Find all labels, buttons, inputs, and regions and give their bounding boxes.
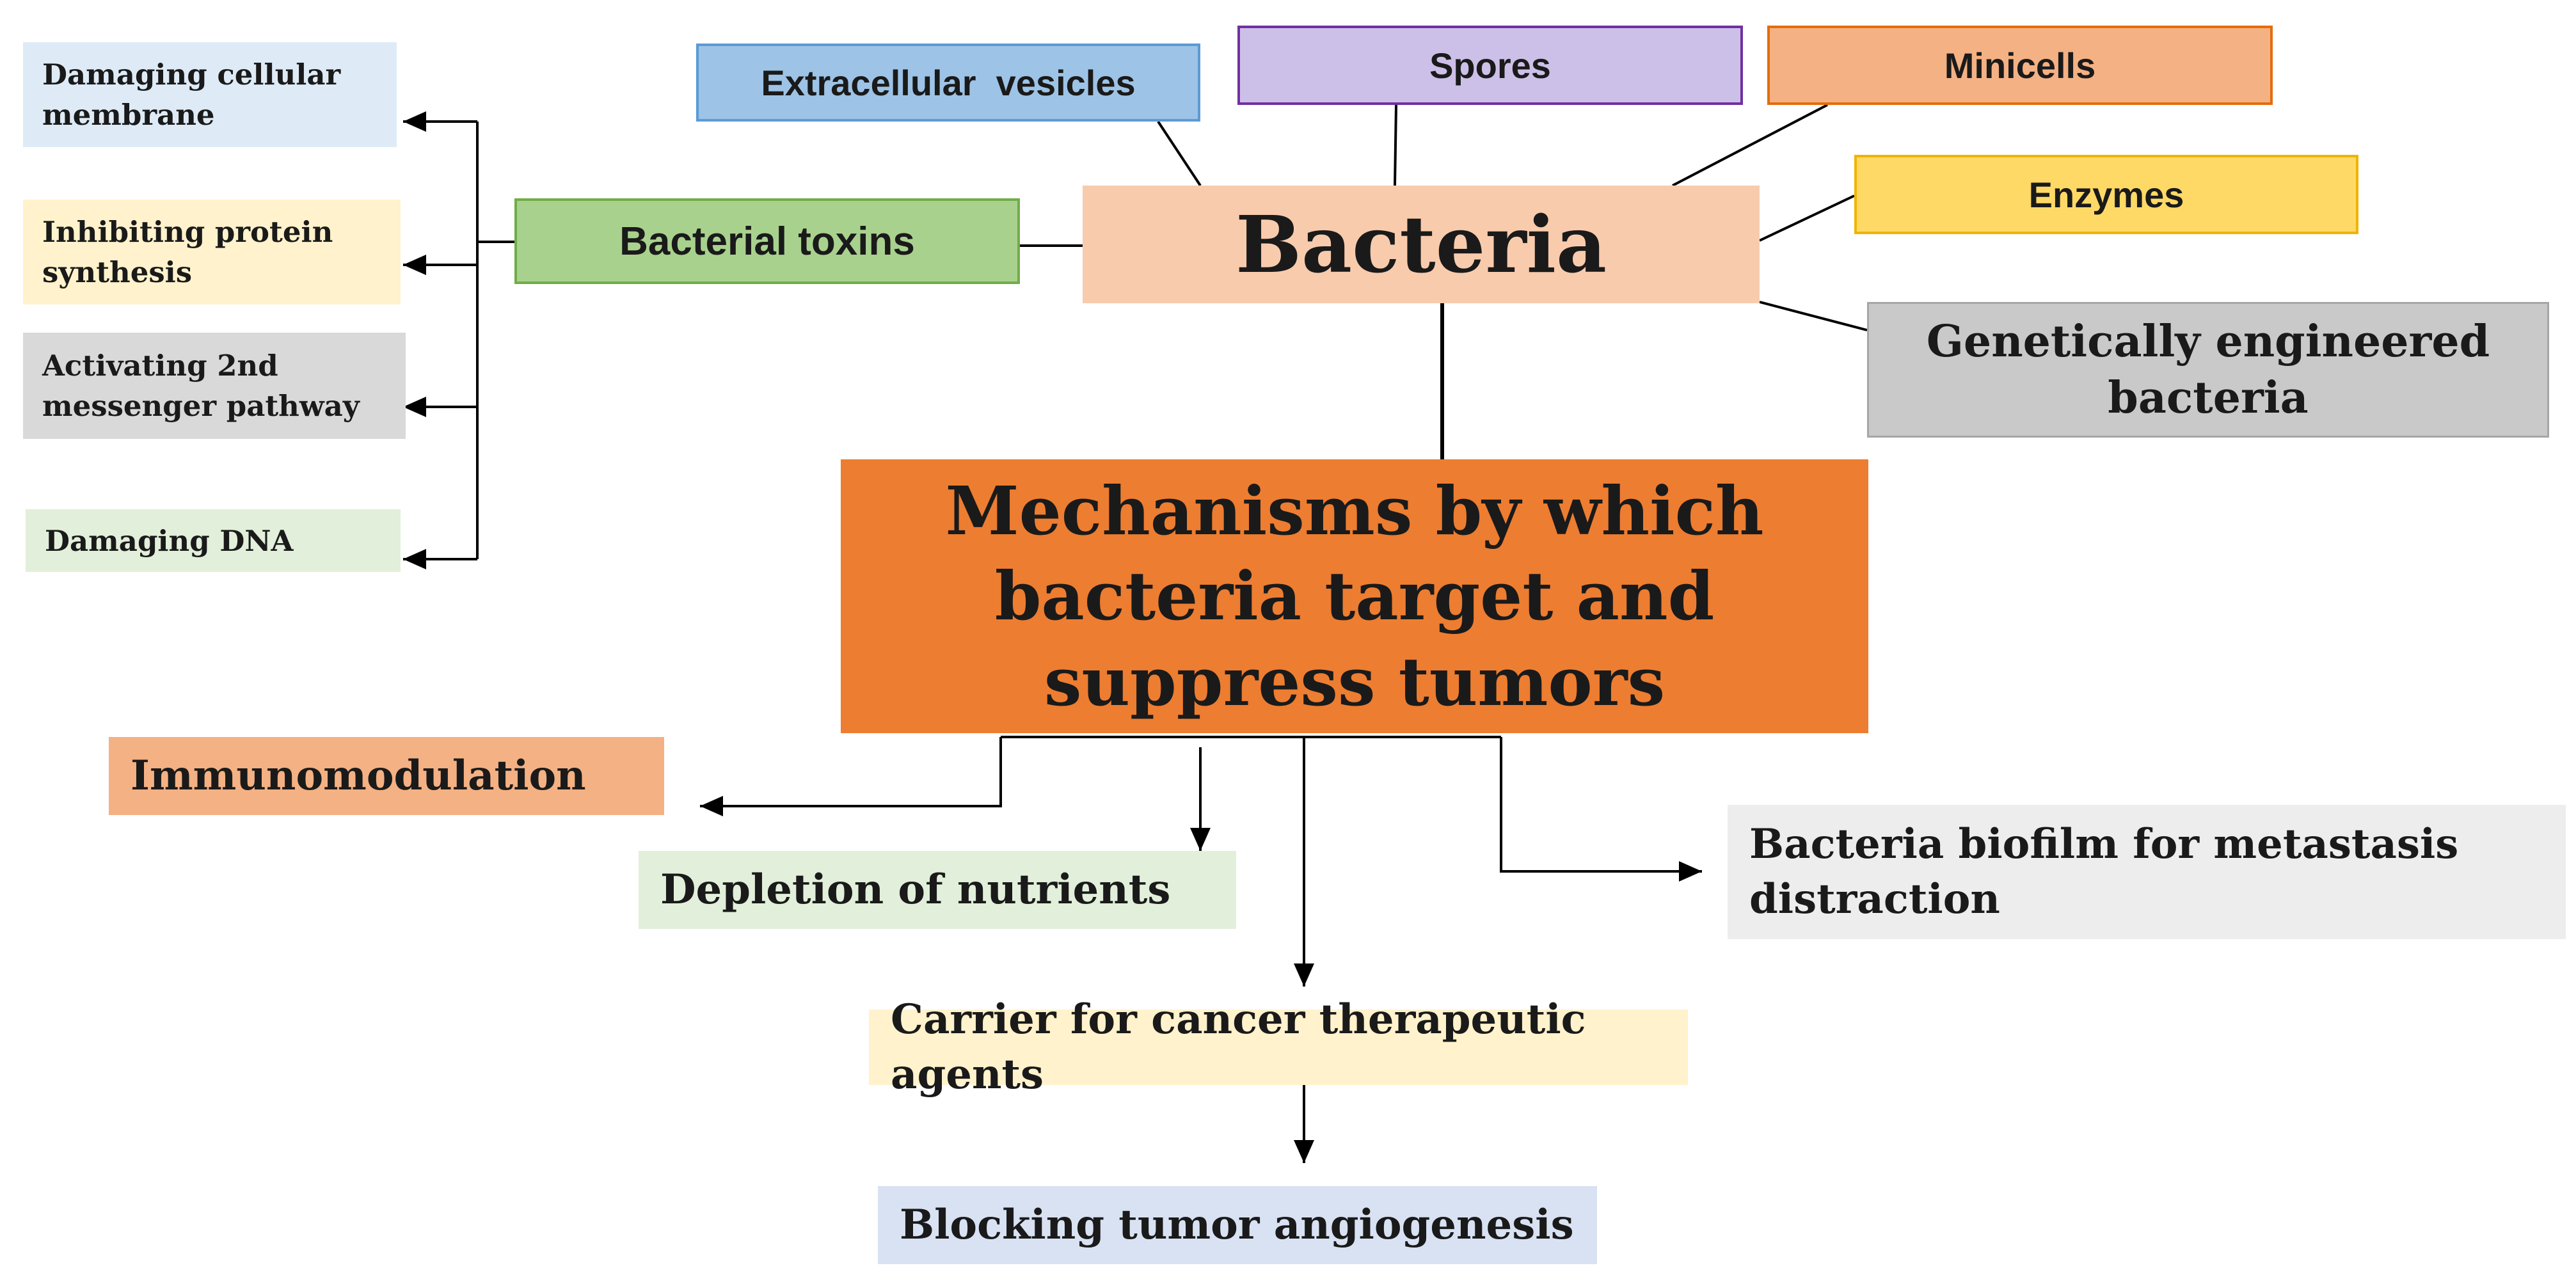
extracellular-vesicles-box: Extracellular vesicles xyxy=(696,44,1200,122)
spores-box: Spores xyxy=(1237,26,1743,105)
second-messenger-label: Activating 2nd messenger pathway xyxy=(42,349,360,423)
minicells-label: Minicells xyxy=(1944,45,2096,86)
spores-label: Spores xyxy=(1429,45,1551,86)
bacteria-label: Bacteria xyxy=(1235,198,1607,290)
carrier-label: Carrier for cancer therapeutic agents xyxy=(891,995,1586,1098)
line-minicells xyxy=(1672,104,1828,187)
line-spores xyxy=(1394,104,1397,186)
bacteria-box: Bacteria xyxy=(1083,186,1760,303)
inhibiting-protein-label: Inhibiting protein synthesis xyxy=(42,215,333,289)
mechanisms-label: Mechanisms by which bacteria target and … xyxy=(945,472,1764,721)
biofilm-label: Bacteria biofilm for metastasis distract… xyxy=(1749,820,2459,923)
mechanisms-box: Mechanisms by which bacteria target and … xyxy=(841,459,1868,733)
biofilm-box: Bacteria biofilm for metastasis distract… xyxy=(1728,805,2566,939)
bacterial-toxins-label: Bacterial toxins xyxy=(619,219,915,264)
extracellular-vesicles-label: Extracellular vesicles xyxy=(761,62,1136,103)
depletion-box: Depletion of nutrients xyxy=(639,851,1236,929)
carrier-box: Carrier for cancer therapeutic agents xyxy=(869,995,1688,1098)
line-enzymes xyxy=(1759,194,1855,242)
genetically-engineered-label: Genetically engineered bacteria xyxy=(1926,315,2490,424)
inhibiting-protein-box: Inhibiting protein synthesis xyxy=(23,200,401,305)
line-ev xyxy=(1157,120,1202,187)
damaging-dna-box: Damaging DNA xyxy=(26,509,401,572)
depletion-label: Depletion of nutrients xyxy=(660,865,1171,914)
minicells-box: Minicells xyxy=(1767,26,2273,105)
arrow-immunomodulation xyxy=(700,737,1002,816)
angiogenesis-label: Blocking tumor angiogenesis xyxy=(900,1200,1574,1249)
damaging-dna-label: Damaging DNA xyxy=(45,523,294,558)
genetically-engineered-box: Genetically engineered bacteria xyxy=(1867,302,2549,438)
enzymes-label: Enzymes xyxy=(2028,174,2184,215)
immunomodulation-box: Immunomodulation xyxy=(109,737,664,815)
arrow-biofilm xyxy=(1500,737,1702,882)
immunomodulation-label: Immunomodulation xyxy=(131,751,586,800)
bacterial-toxins-box: Bacterial toxins xyxy=(514,198,1020,284)
line-genetic xyxy=(1759,301,1868,331)
second-messenger-box: Activating 2nd messenger pathway xyxy=(23,333,406,439)
damaging-membrane-box: Damaging cellular membrane xyxy=(23,42,397,147)
angiogenesis-box: Blocking tumor angiogenesis xyxy=(878,1186,1597,1264)
damaging-membrane-label: Damaging cellular membrane xyxy=(42,58,341,132)
enzymes-box: Enzymes xyxy=(1854,155,2358,234)
